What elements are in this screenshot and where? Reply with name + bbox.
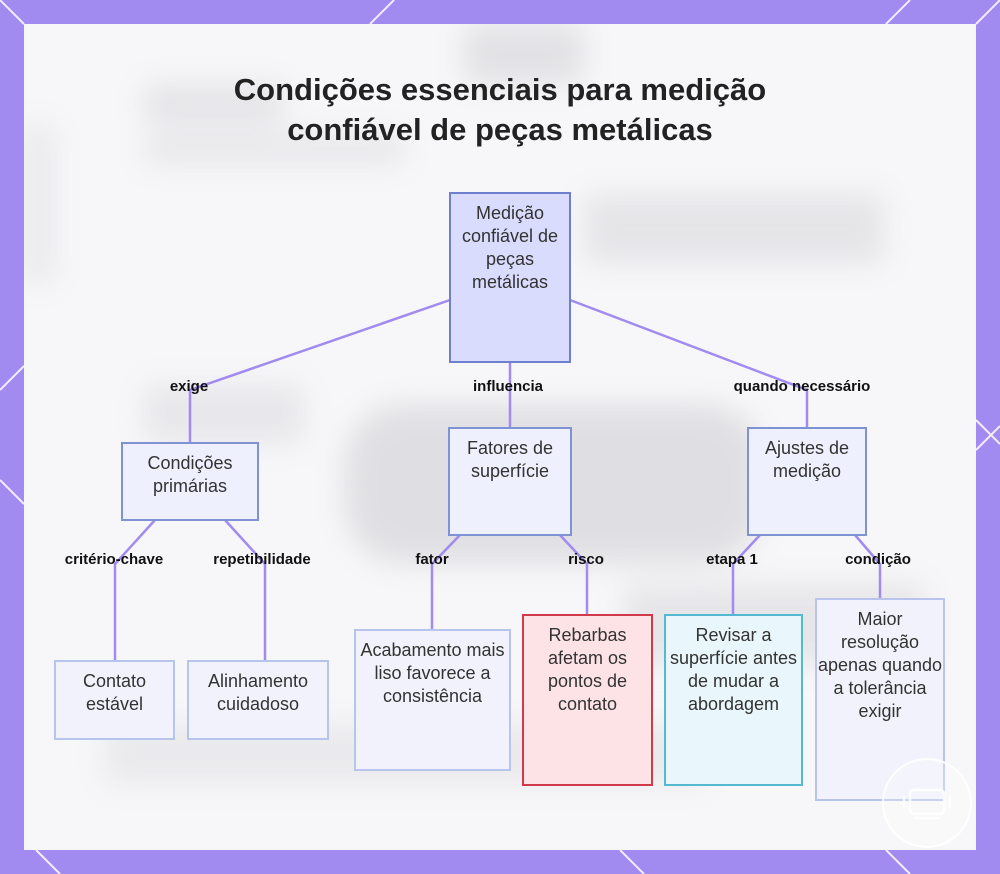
edge-label-quando-necessario: quando necessário (734, 378, 871, 395)
node-burrs-label: Rebarbas afetam os pontos de contato (524, 624, 651, 716)
edge-label-repetibilidade: repetibilidade (213, 551, 311, 568)
edge-label-condicao: condição (845, 551, 911, 568)
edge-label-influencia: influencia (473, 378, 543, 395)
edge-surface-burrs (560, 535, 587, 614)
edge-label-risco: risco (568, 551, 604, 568)
node-higher-resolution-label: Maior resolução apenas quando a tolerânc… (817, 608, 943, 723)
node-smoother-finish: Acabamento mais liso favorece a consistê… (354, 629, 511, 771)
edge-label-criterio-chave: critério-chave (65, 551, 163, 568)
node-smoother-finish-label: Acabamento mais liso favorece a consistê… (356, 639, 509, 708)
node-surface-factors-label: Fatores de superfície (450, 437, 570, 483)
node-root: Medição confiável de peças metálicas (449, 192, 571, 363)
node-stable-contact-label: Contato estável (56, 670, 173, 716)
edge-primary-contact (115, 520, 155, 660)
node-surface-factors: Fatores de superfície (448, 427, 572, 536)
edge-primary-align (225, 520, 265, 660)
node-review-surface: Revisar a superfície antes de mudar a ab… (664, 614, 803, 786)
node-review-surface-label: Revisar a superfície antes de mudar a ab… (666, 624, 801, 716)
edge-adjust-review (733, 535, 760, 614)
node-measurement-adjustments: Ajustes de medição (747, 427, 867, 536)
node-root-label: Medição confiável de peças metálicas (451, 202, 569, 294)
edge-label-fator: fator (415, 551, 448, 568)
node-burrs: Rebarbas afetam os pontos de contato (522, 614, 653, 786)
edge-root-adjust (570, 300, 807, 428)
node-measurement-adjustments-label: Ajustes de medição (749, 437, 865, 483)
watermark-badge-icon (882, 758, 972, 848)
node-stable-contact: Contato estável (54, 660, 175, 740)
edge-label-exige: exige (170, 378, 208, 395)
watermark-glyph-icon (884, 760, 970, 846)
edge-root-primary (190, 300, 450, 443)
edge-surface-finish (432, 535, 460, 630)
node-primary-conditions: Condições primárias (121, 442, 259, 521)
node-careful-alignment-label: Alinhamento cuidadoso (189, 670, 327, 716)
node-primary-conditions-label: Condições primárias (123, 452, 257, 498)
node-careful-alignment: Alinhamento cuidadoso (187, 660, 329, 740)
edge-label-etapa-1: etapa 1 (706, 551, 758, 568)
